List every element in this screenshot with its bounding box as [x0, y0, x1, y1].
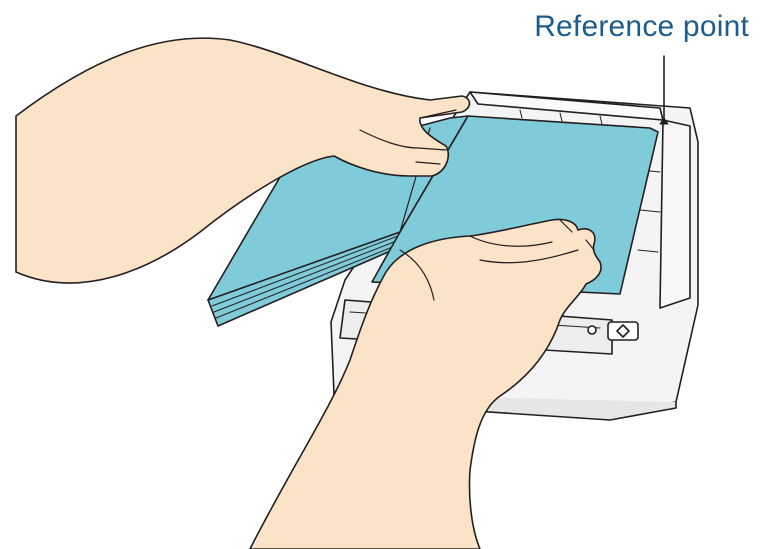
- reference-point-label: Reference point: [534, 10, 749, 44]
- power-icon: [588, 326, 596, 334]
- scan-button[interactable]: [608, 322, 638, 340]
- power-button[interactable]: [588, 326, 596, 334]
